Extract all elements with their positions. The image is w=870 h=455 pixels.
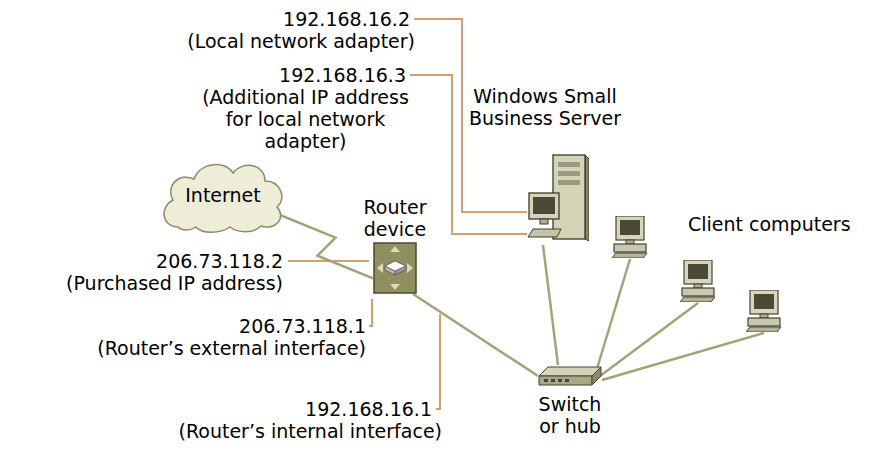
router-arrow <box>390 246 400 252</box>
cloud-outline <box>164 165 282 233</box>
monitor-case <box>529 193 559 219</box>
router-box-top <box>385 261 406 271</box>
router-arrow <box>407 263 413 273</box>
client-wire <box>602 333 764 380</box>
drive-bay <box>558 162 580 167</box>
network-link <box>413 294 538 376</box>
ip-callout: (Purchased IP address) <box>66 272 283 294</box>
node-label: Internet <box>185 184 260 206</box>
client-computer <box>612 216 647 258</box>
client-wires <box>596 259 764 380</box>
node-label: Router device <box>359 196 431 240</box>
client-wire <box>600 303 698 376</box>
ip-callout: 192.168.16.2 <box>283 8 410 30</box>
drive-bay <box>558 171 580 176</box>
ip-callout: 192.168.16.1 <box>305 398 432 420</box>
internet-cloud: Internet <box>158 155 288 235</box>
ip-callout: (Router’s internal interface) <box>179 420 442 442</box>
monitor-screen <box>533 197 555 214</box>
ip-callout: (Local network adapter) <box>187 30 415 52</box>
switch-port <box>558 379 562 382</box>
switch-front <box>539 376 592 385</box>
router-arrow <box>377 263 383 273</box>
client-wire <box>596 259 630 372</box>
group-label: Client computers <box>688 213 851 235</box>
leader-line <box>436 314 440 409</box>
ip-callout: 206.73.118.1 <box>239 315 366 337</box>
router-device: Router device <box>359 196 431 294</box>
ip-callout: (Additional IP address for local network… <box>198 86 413 152</box>
network-link <box>280 215 373 278</box>
node-label: Windows Small Business Server <box>465 85 625 129</box>
client-computer <box>680 260 715 302</box>
ip-callout: 206.73.118.2 <box>156 250 283 272</box>
monitor-neck <box>540 219 548 224</box>
switch-top <box>539 367 601 376</box>
router-arrow <box>390 284 400 290</box>
switch-icon <box>538 365 602 387</box>
server-icon <box>527 153 589 245</box>
router-case <box>374 243 416 293</box>
switch-side <box>592 367 601 385</box>
network-link <box>543 245 558 365</box>
node-label: Switch or hub <box>528 393 612 437</box>
ip-callout: 192.168.16.3 <box>279 64 406 86</box>
network-switch: Switch or hub <box>528 365 612 437</box>
switch-port <box>565 379 569 382</box>
server-computer: Windows Small Business Server <box>465 85 625 245</box>
ip-callout: (Router’s external interface) <box>97 337 366 359</box>
client-computer <box>746 290 781 332</box>
switch-port <box>544 379 548 382</box>
keyboard <box>528 229 561 237</box>
router-icon <box>373 242 417 294</box>
leader-line <box>369 299 372 326</box>
switch-port <box>551 379 555 382</box>
drive-bay <box>558 180 580 185</box>
